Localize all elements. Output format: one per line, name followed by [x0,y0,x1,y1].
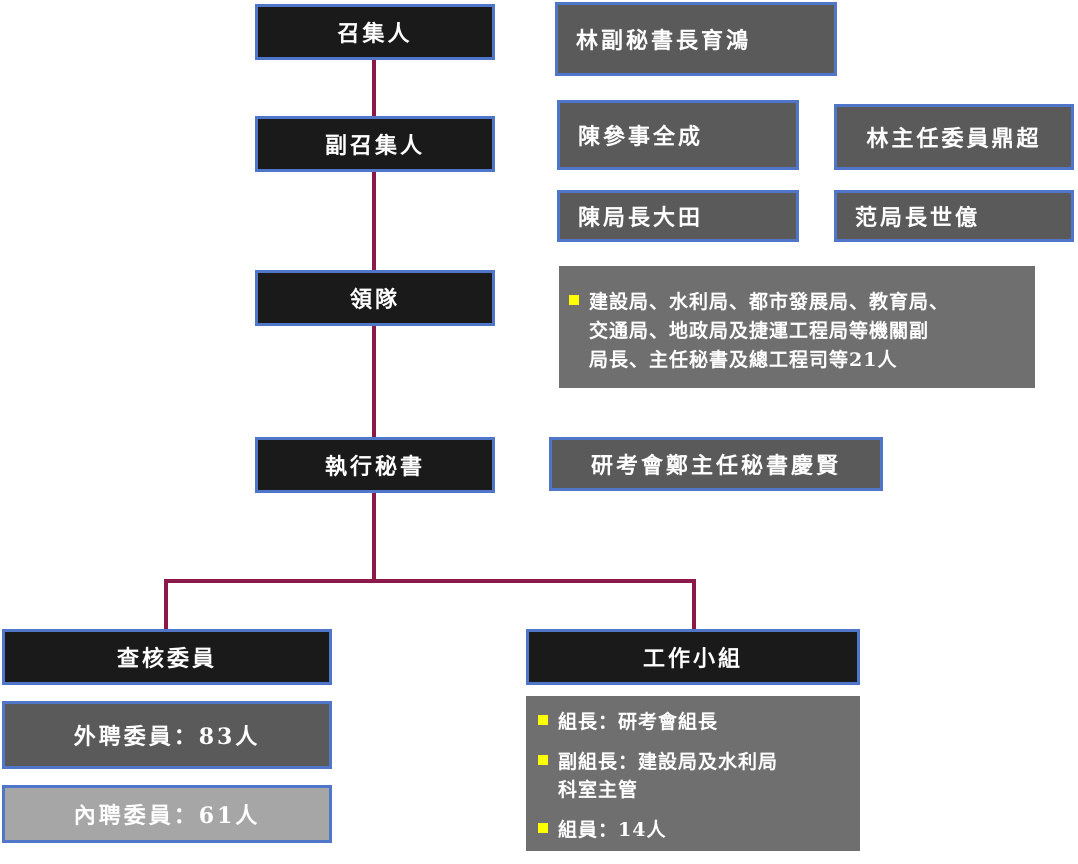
working-group-deputy-text-2: 科室主管 [558,779,639,801]
bullet-icon [538,823,548,833]
working-group-info-box: 組長：研考會組長 副組長：建設局及水利局 科室主管 組員：14人 [526,696,860,851]
bullet-icon [569,295,579,305]
working-group-item-deputy: 副組長：建設局及水利局 科室主管 [538,748,860,804]
working-group-members-text: 組員：14人 [558,819,667,841]
team-leader-info-item: 建設局、水利局、都市發展局、教育局、 交通局、地政局及捷運工程局等機關副 局長、… [569,288,1035,375]
team-leader-box: 領隊 [255,270,495,326]
connector-left-drop [164,579,168,631]
working-group-box: 工作小組 [526,629,860,685]
working-group-item-leader: 組長：研考會組長 [538,708,860,736]
deputy-person-2: 林主任委員鼎超 [834,104,1074,170]
internal-committee-box: 內聘委員：61人 [2,785,332,843]
connector-branch-horizontal [164,579,696,583]
deputy-person-3: 陳局長大田 [557,190,799,242]
working-group-item-members: 組員：14人 [538,816,860,844]
team-leader-info-line-2: 交通局、地政局及捷運工程局等機關副 [589,320,930,342]
team-leader-info-line-3: 局長、主任秘書及總工程司等21人 [589,349,898,371]
team-leader-info-box: 建設局、水利局、都市發展局、教育局、 交通局、地政局及捷運工程局等機關副 局長、… [559,266,1035,388]
bullet-icon [538,755,548,765]
working-group-deputy-text-1: 副組長：建設局及水利局 [558,751,779,773]
bullet-icon [538,715,548,725]
connector-right-drop [692,579,696,631]
team-leader-info-line-1: 建設局、水利局、都市發展局、教育局、 [589,291,950,313]
deputy-person-4: 范局長世億 [834,190,1074,242]
secretary-person-box: 研考會鄭主任秘書慶賢 [549,437,883,491]
deputy-convener-box: 副召集人 [255,116,495,172]
working-group-leader-text: 組長：研考會組長 [558,711,719,733]
deputy-person-1: 陳參事全成 [557,100,799,170]
convener-box: 召集人 [255,4,495,60]
executive-secretary-box: 執行秘書 [255,437,495,493]
external-committee-box: 外聘委員：83人 [2,701,332,769]
review-committee-box: 查核委員 [2,629,332,685]
convener-person-box: 林副秘書長育鴻 [555,2,837,76]
